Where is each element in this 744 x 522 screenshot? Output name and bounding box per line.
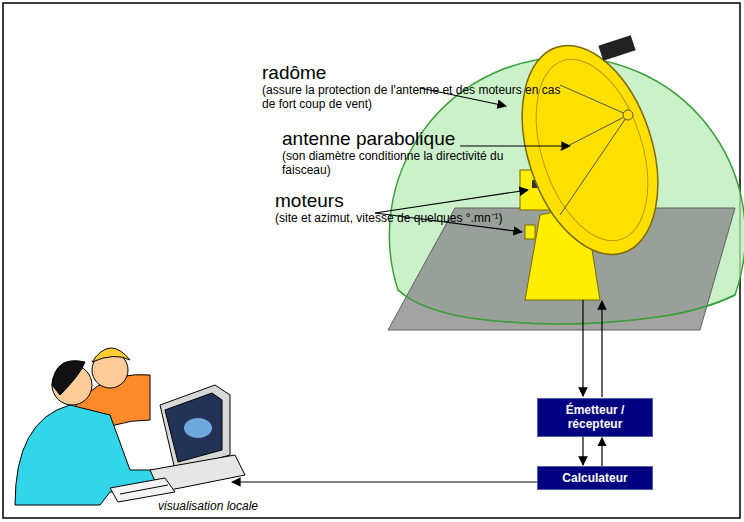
leader-line [460,145,570,146]
motor [525,225,535,239]
part-note: (son diamètre conditionne la directivité… [282,150,542,178]
leader-line [375,190,528,213]
workstation [110,385,245,502]
operators [15,348,160,505]
part-name: antenne parabolique [282,128,502,150]
connector-arrow [601,438,602,466]
connector-arrow [582,437,583,465]
box-label: Émetteur / récepteur [544,403,646,432]
signal-line [601,301,602,397]
part-name: radôme [262,62,462,84]
dish-rim [515,45,668,255]
box-label: Calculateur [544,471,646,485]
process-box: Calculateur [537,466,653,490]
part-note: (site et azimut, vitesse de quelques °.m… [275,212,535,226]
antenna-dish [498,28,683,272]
signal-line [582,300,583,396]
part-name: moteurs [275,190,395,212]
feed-struts [560,85,628,215]
part-note: (assure la protection de l'antenne et de… [262,84,562,112]
process-box: Émetteur / récepteur [537,398,653,437]
logo [598,35,635,61]
feed-horn [623,110,633,120]
caption-note: visualisation locale [128,500,288,514]
data-line [232,481,537,482]
